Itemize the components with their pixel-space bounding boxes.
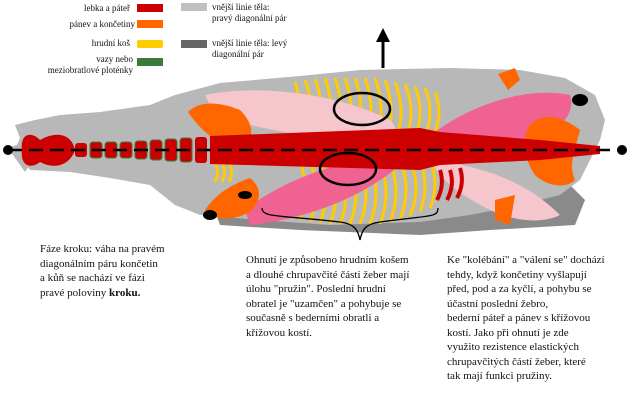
- legend-swatch-pelvis-limbs: [137, 20, 163, 28]
- legend-label-ligaments-line2: meziobratlové ploténky: [47, 65, 133, 75]
- axis-end-right: [617, 145, 627, 155]
- legend-label-outline-right: vnější linie těla: pravý diagonální pár: [212, 2, 286, 24]
- legend-label-outline-left-line2: diagonální pár: [212, 49, 264, 59]
- legend-label-pelvis-limbs: pánev a končetiny: [69, 19, 135, 29]
- ribcage-brace: [261, 207, 439, 241]
- caption-left-line: Fáze kroku: váha na pravém: [40, 243, 165, 255]
- hind-limb-upper: [498, 68, 520, 90]
- legend-swatch-outline-left: [181, 40, 207, 48]
- bending-marker-lower: [318, 151, 378, 187]
- legend-label-outline-right-line1: vnější linie těla:: [212, 2, 270, 12]
- caption-left-line: diagonálním páru končetin: [40, 257, 158, 270]
- legend-swatch-ligaments: [137, 58, 163, 66]
- legend-label-ribcage: hrudní koš: [91, 38, 130, 48]
- legend-label-ligaments: vazy nebo meziobratlové ploténky: [10, 54, 133, 76]
- direction-arrow-head: [376, 28, 390, 42]
- caption-middle-line: a dlouhé chrupavčité části žeber mají: [246, 268, 410, 281]
- legend-swatch-outline-right: [181, 3, 207, 11]
- legend-label-outline-left: vnější linie těla: levý diagonální pár: [212, 38, 287, 60]
- caption-left-line: pravé poloviny kroku.: [40, 286, 165, 301]
- caption-right: Ke "kolébání" a "válení se" dochází tehd…: [447, 253, 605, 384]
- legend-label-skull-spine: lebka a páteř: [84, 3, 130, 13]
- hoof-upper-hind: [572, 94, 588, 106]
- caption-left-prefix: pravé poloviny: [40, 286, 110, 299]
- caption-left-line: a kůň se nachází ve fázi: [40, 272, 145, 284]
- hind-ribs: [435, 167, 464, 201]
- caption-right-line: před, pod a za kyčlí, a pohybu se: [447, 283, 592, 295]
- hind-limb-lower: [495, 195, 515, 225]
- caption-left-bold: kroku.: [109, 286, 141, 299]
- caption-middle-line: křížovou kostí.: [246, 326, 312, 339]
- caption-middle-line: obratel je "uzamčen" a pohybuje se: [246, 297, 402, 310]
- front-muscle-upper: [205, 90, 396, 140]
- caption-right-line: kostí. Jako při ohnutí je zde: [447, 326, 569, 339]
- caption-right-line: Ke "kolébání" a "válení se" dochází: [447, 254, 605, 266]
- bending-marker-upper: [332, 91, 392, 127]
- front-muscle-lower: [245, 159, 400, 225]
- caption-right-line: tehdy, když končetiny vyšlapují: [447, 268, 587, 281]
- legend-label-ligaments-line1: vazy nebo: [96, 54, 133, 64]
- caption-middle-line: Ohnutí je způsobeno hrudním košem: [246, 254, 409, 266]
- caption-middle-line: úlohu "pružin". Poslední hrudní: [246, 283, 386, 295]
- legend-label-outline-left-line1: vnější linie těla: levý: [212, 38, 288, 48]
- caption-right-line: tak mají funkci pružiny.: [447, 370, 552, 382]
- axis-end-left: [3, 145, 13, 155]
- skull: [21, 134, 75, 166]
- caption-right-line: využito rezistence elastických: [447, 341, 579, 353]
- front-limb-left: [205, 178, 259, 219]
- caption-right-line: chrupavčitých částí žeber, které: [447, 355, 586, 368]
- legend-label-outline-right-line2: pravý diagonální pár: [212, 13, 287, 23]
- legend-swatch-ribcage: [137, 40, 163, 48]
- caption-middle: Ohnutí je způsobeno hrudním košem a dlou…: [246, 253, 409, 340]
- caption-middle-line: současně s bederními obratli a: [246, 312, 380, 324]
- caption-left: Fáze kroku: váha na pravém diagonálním p…: [40, 242, 165, 300]
- hoof-front-left: [203, 210, 217, 220]
- caption-right-line: účastní poslední žebro,: [447, 297, 549, 310]
- legend-swatch-skull-spine: [137, 4, 163, 12]
- hoof-front-left-2: [238, 191, 252, 199]
- caption-right-line: bederní páteř a pánev s křížovou: [447, 312, 591, 324]
